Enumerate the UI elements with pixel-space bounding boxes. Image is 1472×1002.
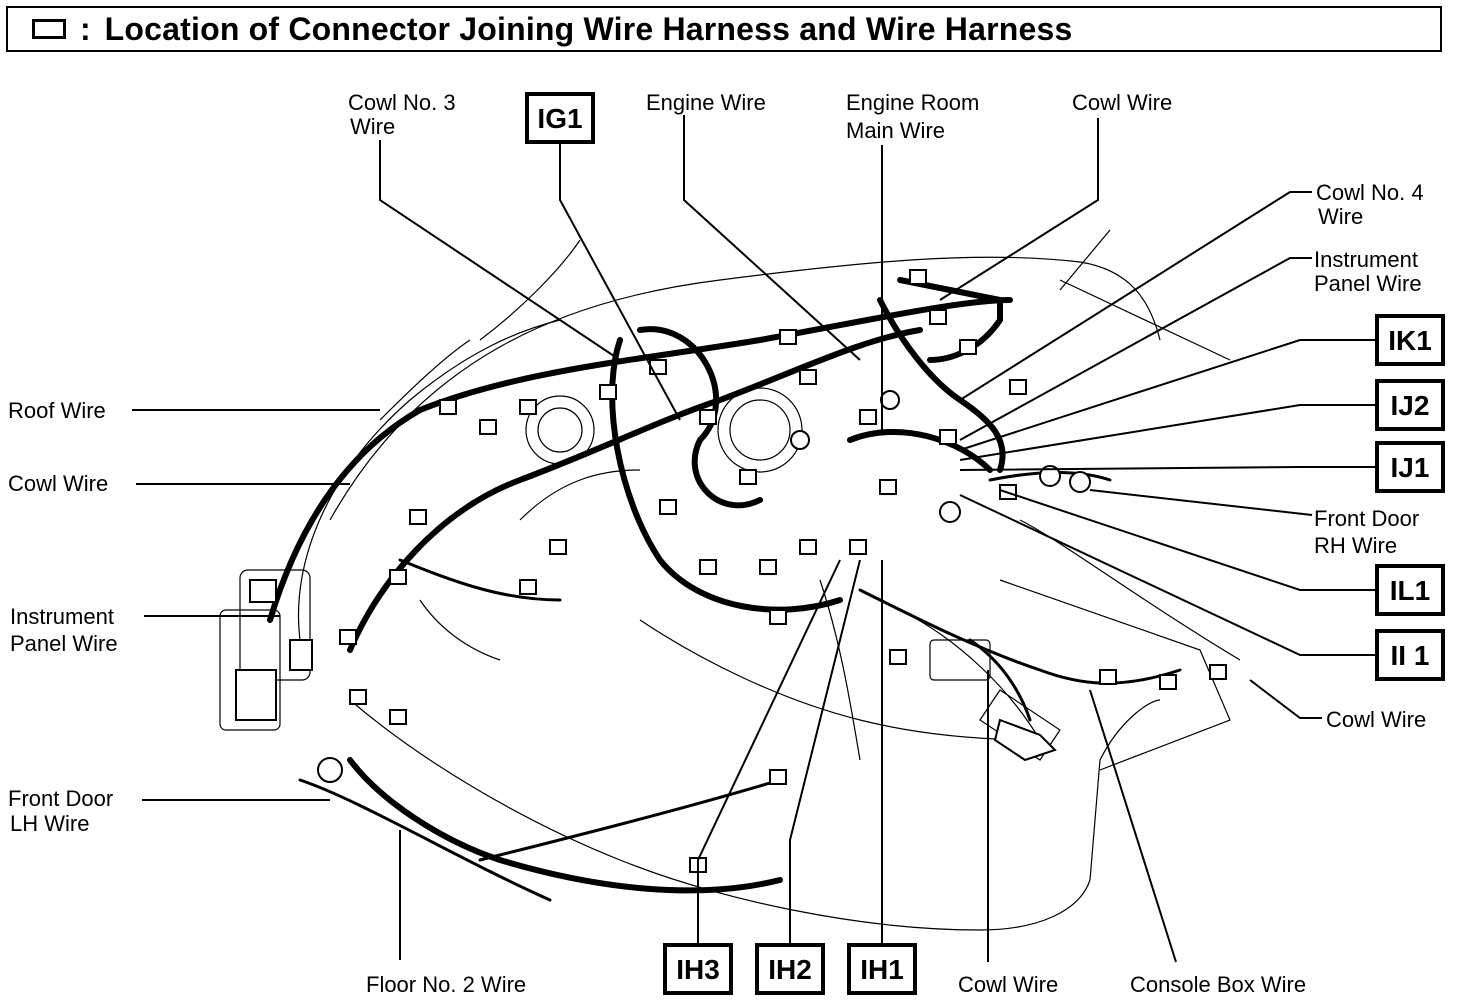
- title-colon: :: [80, 10, 91, 47]
- code-box-ih1: [847, 943, 917, 995]
- code-il1: IL1: [1390, 575, 1430, 606]
- code-ij2: IJ2: [1391, 390, 1430, 421]
- label-instrument-panel-left-line2: Panel Wire: [10, 631, 118, 656]
- label-cowl-wire-right: Cowl Wire: [1326, 707, 1426, 732]
- title-bar: : Location of Connector Joining Wire Har…: [6, 6, 1442, 52]
- connector-group: [235, 269, 1227, 873]
- connector-symbol-icon: [32, 19, 66, 39]
- code-box-ij2: [1375, 379, 1445, 431]
- label-cowl-wire-top: Cowl Wire: [1072, 90, 1172, 115]
- label-front-door-rh-line2: RH Wire: [1314, 533, 1397, 558]
- label-engine-wire: Engine Wire: [646, 90, 766, 115]
- label-engine-room-line1: Engine Room: [846, 90, 979, 115]
- label-floor-no2-wire: Floor No. 2 Wire: [366, 972, 526, 997]
- harness-runs: [267, 277, 1182, 902]
- label-cowl-wire-left: Cowl Wire: [8, 471, 108, 496]
- label-engine-room-line2: Main Wire: [846, 118, 945, 143]
- code-ig1: IG1: [537, 103, 582, 134]
- label-instrument-panel-right-line1: Instrument: [1314, 247, 1418, 272]
- code-ih2: IH2: [768, 954, 812, 985]
- code-box-ih3: [663, 943, 733, 995]
- code-ih3: IH3: [676, 954, 720, 985]
- code-box-ih2: [755, 943, 825, 995]
- connector-codes: IG1 IK1 IJ2 IJ1 IL1 II 1 IH3 IH2 IH1: [525, 92, 1445, 995]
- vehicle-outline: [219, 229, 1241, 931]
- label-front-door-lh-line2: LH Wire: [10, 811, 89, 836]
- label-cowl-wire-bottom: Cowl Wire: [958, 972, 1058, 997]
- code-ij1: IJ1: [1391, 452, 1430, 483]
- code-box-il1: [1375, 564, 1445, 616]
- label-roof-wire: Roof Wire: [8, 398, 106, 423]
- code-ih1: IH1: [860, 954, 904, 985]
- label-cowl-no4-line2: Wire: [1318, 204, 1363, 229]
- code-box-ik1: [1375, 314, 1445, 366]
- code-ik1: IK1: [1388, 325, 1432, 356]
- page-title: Location of Connector Joining Wire Harne…: [104, 10, 1073, 47]
- label-console-box-wire: Console Box Wire: [1130, 972, 1306, 997]
- label-cowl-no4-line1: Cowl No. 4: [1316, 180, 1424, 205]
- label-front-door-lh-line1: Front Door: [8, 786, 113, 811]
- wire-labels: Cowl No. 3 Wire Engine Wire Engine Room …: [8, 90, 1426, 997]
- label-cowl-no3-line2: Wire: [350, 114, 395, 139]
- code-box-ig1: [525, 92, 595, 144]
- label-front-door-rh-line1: Front Door: [1314, 506, 1419, 531]
- code-box-ij1: [1375, 441, 1445, 493]
- label-instrument-panel-left-line1: Instrument: [10, 604, 114, 629]
- leader-lines: [132, 115, 1378, 963]
- code-ii1: II 1: [1391, 640, 1430, 671]
- label-instrument-panel-right-line2: Panel Wire: [1314, 271, 1422, 296]
- label-cowl-no3-line1: Cowl No. 3: [348, 90, 456, 115]
- code-box-ii1: [1375, 629, 1445, 681]
